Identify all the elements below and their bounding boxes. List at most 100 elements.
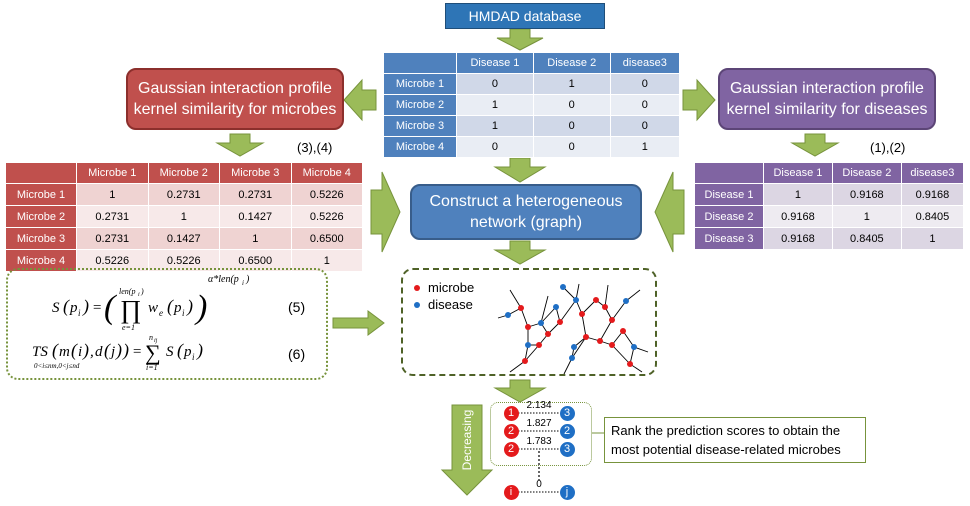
- microbe-node: [518, 305, 524, 311]
- table-cell: 1: [290, 249, 363, 272]
- header-cell: Microbe 4: [290, 162, 363, 184]
- legend-microbe-dot: [414, 285, 420, 291]
- table-cell: 1: [831, 205, 902, 228]
- table-cell: 1: [456, 115, 534, 137]
- table-cell: 0: [609, 73, 681, 95]
- row-header: Microbe 4: [383, 136, 457, 158]
- graph-edge: [524, 344, 540, 362]
- table-cell: 0.9168: [763, 205, 833, 228]
- decreasing-arrow: [440, 404, 494, 496]
- svg-text:p: p: [183, 344, 192, 360]
- table-cell: 0: [532, 115, 611, 137]
- table-cell: 0.5226: [76, 249, 149, 272]
- svg-text:e: e: [159, 308, 163, 318]
- svg-text:): ): [196, 340, 203, 361]
- disease-kernel-line1: Gaussian interaction profile: [730, 80, 924, 97]
- table-cell: 0.2731: [76, 227, 149, 250]
- table-cell: 0.5226: [147, 249, 220, 272]
- svg-text:): ): [245, 274, 250, 285]
- table-cell: 0.1427: [219, 205, 292, 228]
- microbe-equation-ref: (3),(4): [297, 140, 333, 155]
- disease-similarity-table: Disease 1 Disease 2 disease3 Disease 1 1…: [694, 162, 965, 250]
- svg-text:i: i: [78, 308, 81, 318]
- graph-spoke: [540, 295, 549, 324]
- graph-edge: [622, 330, 635, 348]
- table-cell: 1: [609, 136, 681, 158]
- legend-microbe-label: microbe: [428, 280, 475, 295]
- graph-box: [401, 268, 657, 376]
- microbe-node: [522, 358, 528, 364]
- arrow-right-formulas: [332, 310, 385, 336]
- table-cell: 0.8405: [831, 227, 902, 250]
- header-cell: Microbe 1: [76, 162, 149, 184]
- table-cell: 0.9168: [763, 227, 833, 250]
- legend-disease-dot: [414, 302, 420, 308]
- microbe-kernel-line2: kernel similarity for microbes: [133, 101, 337, 118]
- disease-node: [505, 312, 511, 318]
- rank-score: 1.827: [526, 418, 552, 429]
- microbe-node: [609, 317, 615, 323]
- table-cell: 0.5226: [290, 183, 363, 206]
- svg-text:(: (: [167, 296, 174, 317]
- microbe-kernel-line1: Gaussian interaction profile: [138, 80, 332, 97]
- table-cell: 0: [609, 115, 681, 137]
- header-cell: [383, 52, 457, 74]
- arrow-down-microbe-kernel: [215, 133, 265, 157]
- svg-text:j: j: [109, 344, 115, 360]
- rank-description-box: Rank the prediction scores to obtain the…: [604, 417, 866, 463]
- svg-text:,: ,: [90, 344, 94, 360]
- row-header: Microbe 3: [383, 115, 457, 137]
- microbe-node: [583, 334, 589, 340]
- rank-text-line2: most potential disease-related microbes: [611, 442, 841, 457]
- table-cell: 0.2731: [147, 183, 220, 206]
- table-cell: 1: [76, 183, 149, 206]
- table-cell: 1: [147, 205, 220, 228]
- hmdad-database-box: HMDAD database: [445, 3, 605, 29]
- microbe-similarity-table: Microbe 1 Microbe 2 Microbe 3 Microbe 4 …: [5, 162, 363, 272]
- header-cell: Microbe 2: [147, 162, 220, 184]
- microbe-node: [609, 342, 615, 348]
- table-cell: 1: [532, 73, 611, 95]
- header-cell: Disease 2: [532, 52, 611, 74]
- graph-edge: [571, 336, 587, 359]
- arrow-down-main-table: [493, 157, 547, 183]
- network-line1: Construct a heterogeneous: [429, 193, 623, 210]
- equation-6-svg: TS ( m ( i ) , d ( j ) ) 0<i≤nm,0<j≤nd =…: [32, 333, 203, 372]
- disease-rank-node: 3: [559, 441, 575, 457]
- graph-edge: [611, 344, 631, 365]
- disease-node: [571, 344, 577, 350]
- graph-spoke: [509, 360, 526, 373]
- microbe-node: [597, 338, 603, 344]
- disease-rank-node: 3: [559, 405, 575, 421]
- svg-text:=: =: [132, 344, 142, 360]
- equation-5-svg: S ( p i ) = ( ∏ len(p i ) e=1 w e ( p i …: [52, 274, 250, 332]
- arrow-right-network: [370, 171, 401, 253]
- graph-edge: [581, 299, 597, 315]
- rank-score: 2.134: [526, 400, 552, 411]
- svg-text:TS: TS: [32, 344, 48, 360]
- svg-text:): ): [115, 340, 122, 361]
- arrow-left-network: [654, 171, 685, 253]
- decreasing-label: Decreasing: [460, 409, 474, 471]
- table-cell: 0.9168: [831, 183, 902, 206]
- svg-text:): ): [82, 340, 89, 361]
- svg-text:(: (: [177, 340, 184, 361]
- svg-text:(: (: [52, 340, 59, 361]
- microbe-rank-node: i: [503, 484, 519, 500]
- arrow-down-hmdad: [496, 28, 544, 51]
- microbe-node: [593, 297, 599, 303]
- disease-node: [573, 297, 579, 303]
- table-cell: 0.6500: [219, 249, 292, 272]
- graph-edge: [581, 313, 587, 338]
- disease-node: [569, 355, 575, 361]
- network-line2: network (graph): [469, 214, 583, 231]
- row-header: Microbe 1: [383, 73, 457, 95]
- microbe-node: [536, 342, 542, 348]
- svg-text:i=1: i=1: [146, 363, 158, 372]
- header-cell: Disease 1: [456, 52, 534, 74]
- table-cell: 0: [609, 94, 681, 116]
- graph-edge: [520, 307, 529, 328]
- disease-node: [525, 342, 531, 348]
- hmdad-title: HMDAD database: [468, 8, 582, 24]
- equation-6: TS ( m ( i ) , d ( j ) ) 0<i≤nm,0<j≤nd =…: [32, 333, 232, 385]
